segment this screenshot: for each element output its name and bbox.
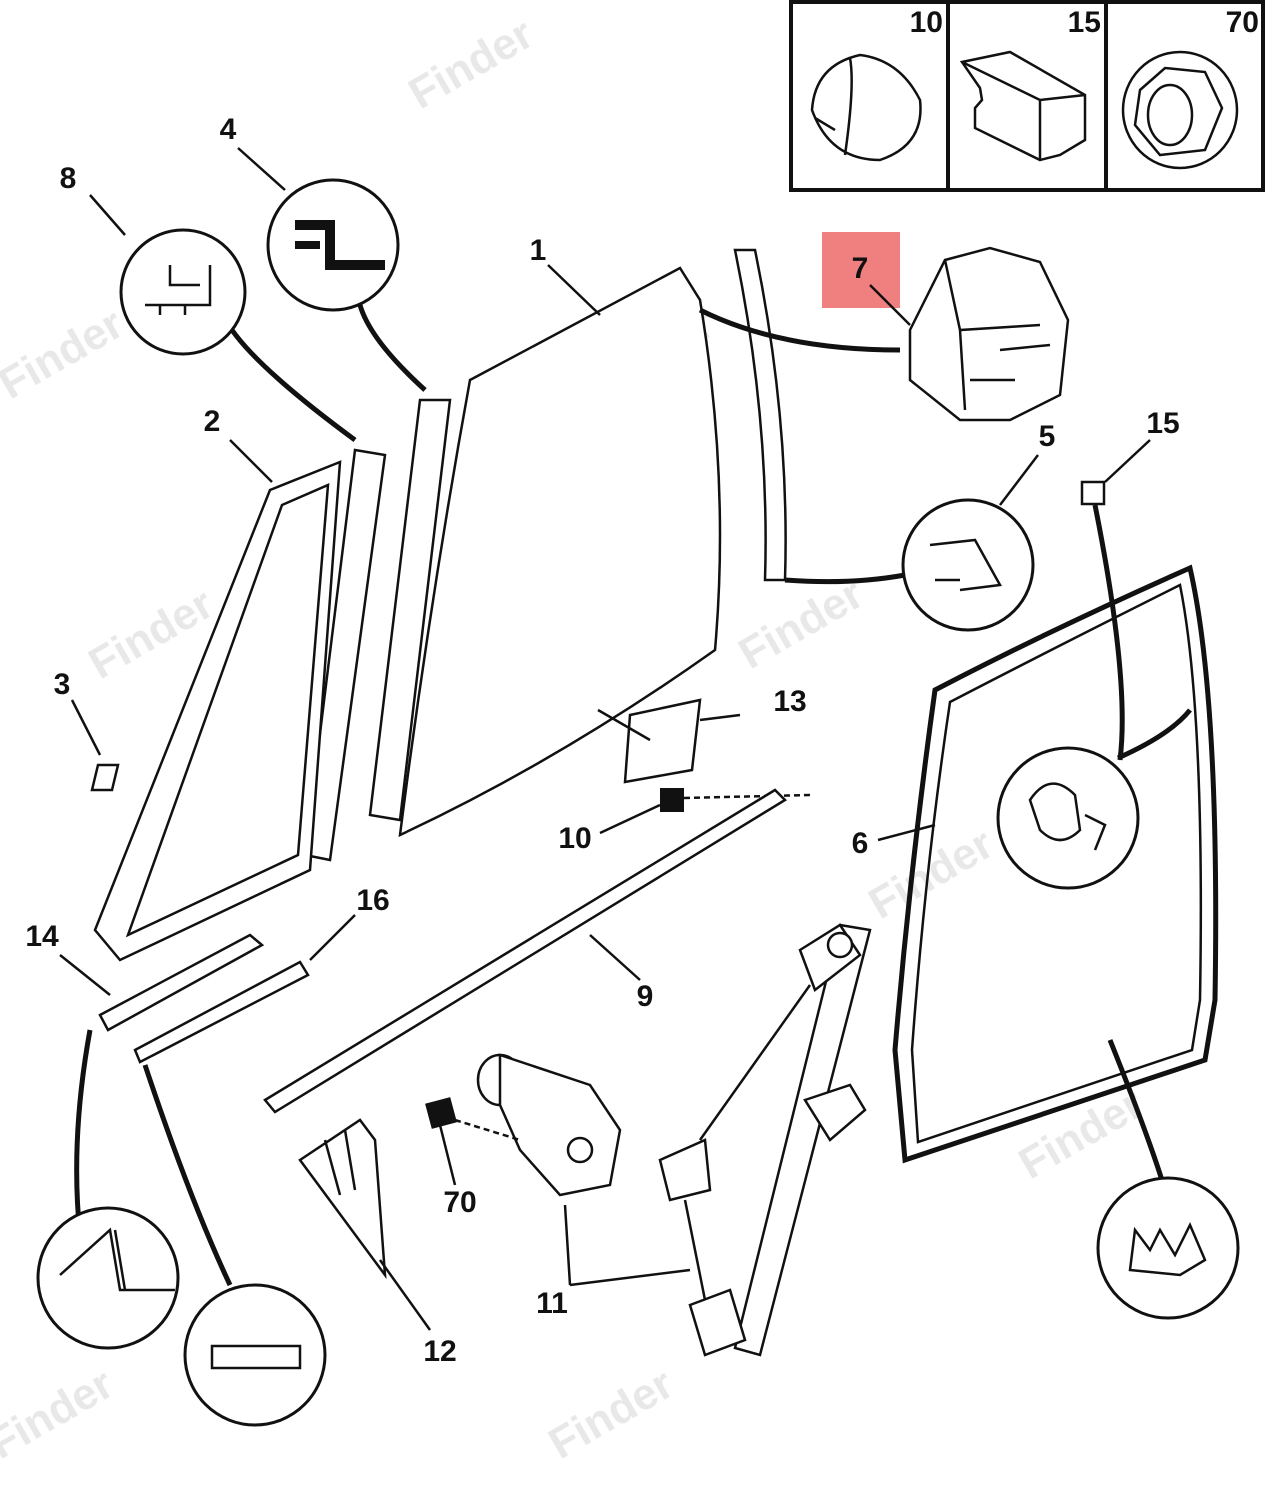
svg-text:Finder: Finder <box>0 299 131 409</box>
callout-9[interactable]: 9 <box>637 980 654 1013</box>
weatherstrip-9[interactable] <box>263 788 788 1114</box>
part-3[interactable] <box>90 763 120 792</box>
leader-lines <box>59 147 1192 1331</box>
callout-1[interactable]: 1 <box>530 234 547 267</box>
window-motor-11[interactable] <box>476 1053 622 1197</box>
detail-circle-5 <box>901 498 1035 632</box>
callout-11[interactable]: 11 <box>536 1287 568 1320</box>
seal-strip-4[interactable] <box>368 398 452 822</box>
fastener-70[interactable] <box>425 1097 457 1129</box>
callout-3[interactable]: 3 <box>54 668 71 701</box>
svg-text:Finder: Finder <box>401 9 542 119</box>
detail-circle-6-top <box>996 746 1140 890</box>
svg-text:Finder: Finder <box>861 819 1002 929</box>
legend-ref-70: 70 <box>1226 6 1259 39</box>
callout-10[interactable]: 10 <box>558 822 591 855</box>
fastener-legend: 10 15 70 <box>789 0 1265 192</box>
callout-5[interactable]: 5 <box>1039 420 1056 453</box>
callout-12[interactable]: 12 <box>423 1335 456 1368</box>
callout-15[interactable]: 15 <box>1146 407 1179 440</box>
strip-16[interactable] <box>133 960 310 1064</box>
door-seal-6[interactable] <box>892 564 1219 1164</box>
clip-nut-icon <box>959 50 1087 162</box>
cap-nut-icon <box>810 53 922 162</box>
highlight-part-7[interactable] <box>822 232 900 308</box>
rear-channel[interactable] <box>733 248 787 582</box>
part-13[interactable] <box>623 698 702 784</box>
callout-14[interactable]: 14 <box>25 920 59 953</box>
legend-ref-10: 10 <box>910 6 943 39</box>
svg-text:Finder: Finder <box>0 1359 121 1469</box>
callout-13[interactable]: 13 <box>773 685 806 718</box>
fastener-10[interactable] <box>660 788 684 812</box>
clip-15[interactable] <box>1080 480 1106 506</box>
detail-circle-4 <box>266 178 400 312</box>
flange-nut-icon <box>1121 50 1239 170</box>
strip-14[interactable] <box>98 933 265 1032</box>
door-glass-1[interactable] <box>398 266 722 838</box>
detail-circle-16 <box>183 1283 327 1427</box>
svg-text:Finder: Finder <box>541 1359 682 1469</box>
callout-2[interactable]: 2 <box>204 405 221 438</box>
legend-ref-15: 15 <box>1068 6 1101 39</box>
regulator-rail[interactable] <box>733 923 872 1357</box>
part-7-body[interactable] <box>908 246 1070 422</box>
callout-70[interactable]: 70 <box>443 1186 476 1219</box>
bracket-12[interactable] <box>298 1118 387 1280</box>
callout-16[interactable]: 16 <box>356 884 389 917</box>
detail-circle-8 <box>119 228 247 356</box>
svg-text:Finder: Finder <box>731 569 872 679</box>
regulator-pulley[interactable] <box>658 1138 712 1202</box>
detail-circle-6-bottom <box>1096 1176 1240 1320</box>
callout-6[interactable]: 6 <box>852 827 869 860</box>
quarter-frame-2[interactable] <box>93 460 342 962</box>
callout-7[interactable]: 7 <box>852 252 869 285</box>
callout-4[interactable]: 4 <box>220 113 237 146</box>
detail-circle-14 <box>36 1206 180 1350</box>
callout-8[interactable]: 8 <box>60 162 77 195</box>
